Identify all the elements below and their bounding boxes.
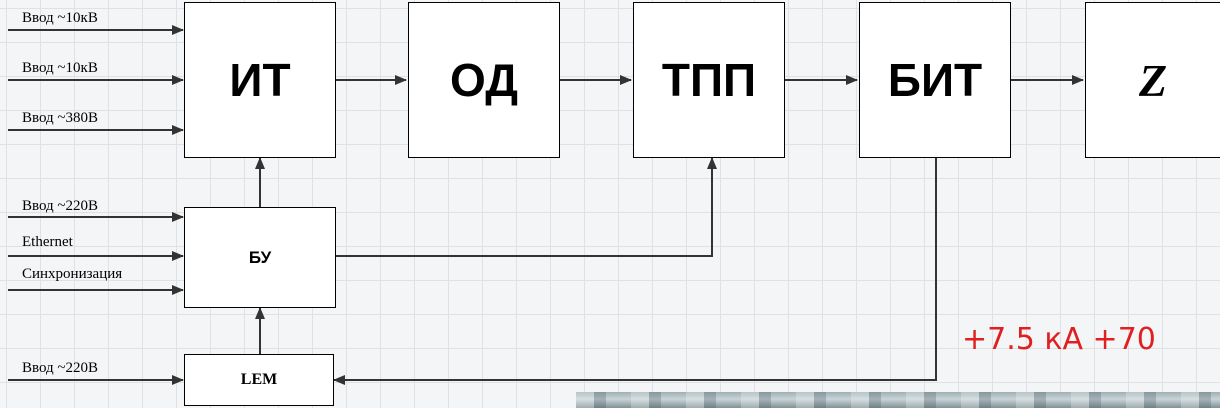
block-bu: БУ xyxy=(184,207,336,308)
block-od-label: ОД xyxy=(450,54,518,106)
block-tpp-label: ТПП xyxy=(661,54,757,106)
input-label-bu-3: Синхронизация xyxy=(22,266,123,282)
input-label-it-2: Ввод ~10кВ xyxy=(22,60,98,76)
block-lem: LEM xyxy=(184,354,334,406)
current-voltage-annotation: +7.5 кА +70 xyxy=(962,322,1156,357)
block-od: ОД xyxy=(408,2,560,158)
block-bu-label: БУ xyxy=(248,247,272,267)
block-z: Z xyxy=(1085,2,1220,158)
input-label-lem: Ввод ~220В xyxy=(22,360,99,376)
block-z-label: Z xyxy=(1138,54,1168,106)
block-bit: БИТ xyxy=(859,2,1011,158)
input-label-it-3: Ввод ~380В xyxy=(22,110,99,126)
arrow-bit-lem xyxy=(333,158,937,385)
input-label-bu-2: Ethernet xyxy=(22,234,73,250)
equipment-photo xyxy=(576,392,1220,408)
block-it-label: ИТ xyxy=(229,54,291,106)
block-it: ИТ xyxy=(184,2,336,158)
block-tpp: ТПП xyxy=(633,2,785,158)
block-bit-label: БИТ xyxy=(887,54,983,106)
input-label-bu-1: Ввод ~220В xyxy=(22,198,99,214)
block-lem-label: LEM xyxy=(240,371,278,388)
input-label-it-1: Ввод ~10кВ xyxy=(22,10,98,26)
arrow-bu-tpp xyxy=(336,157,717,257)
